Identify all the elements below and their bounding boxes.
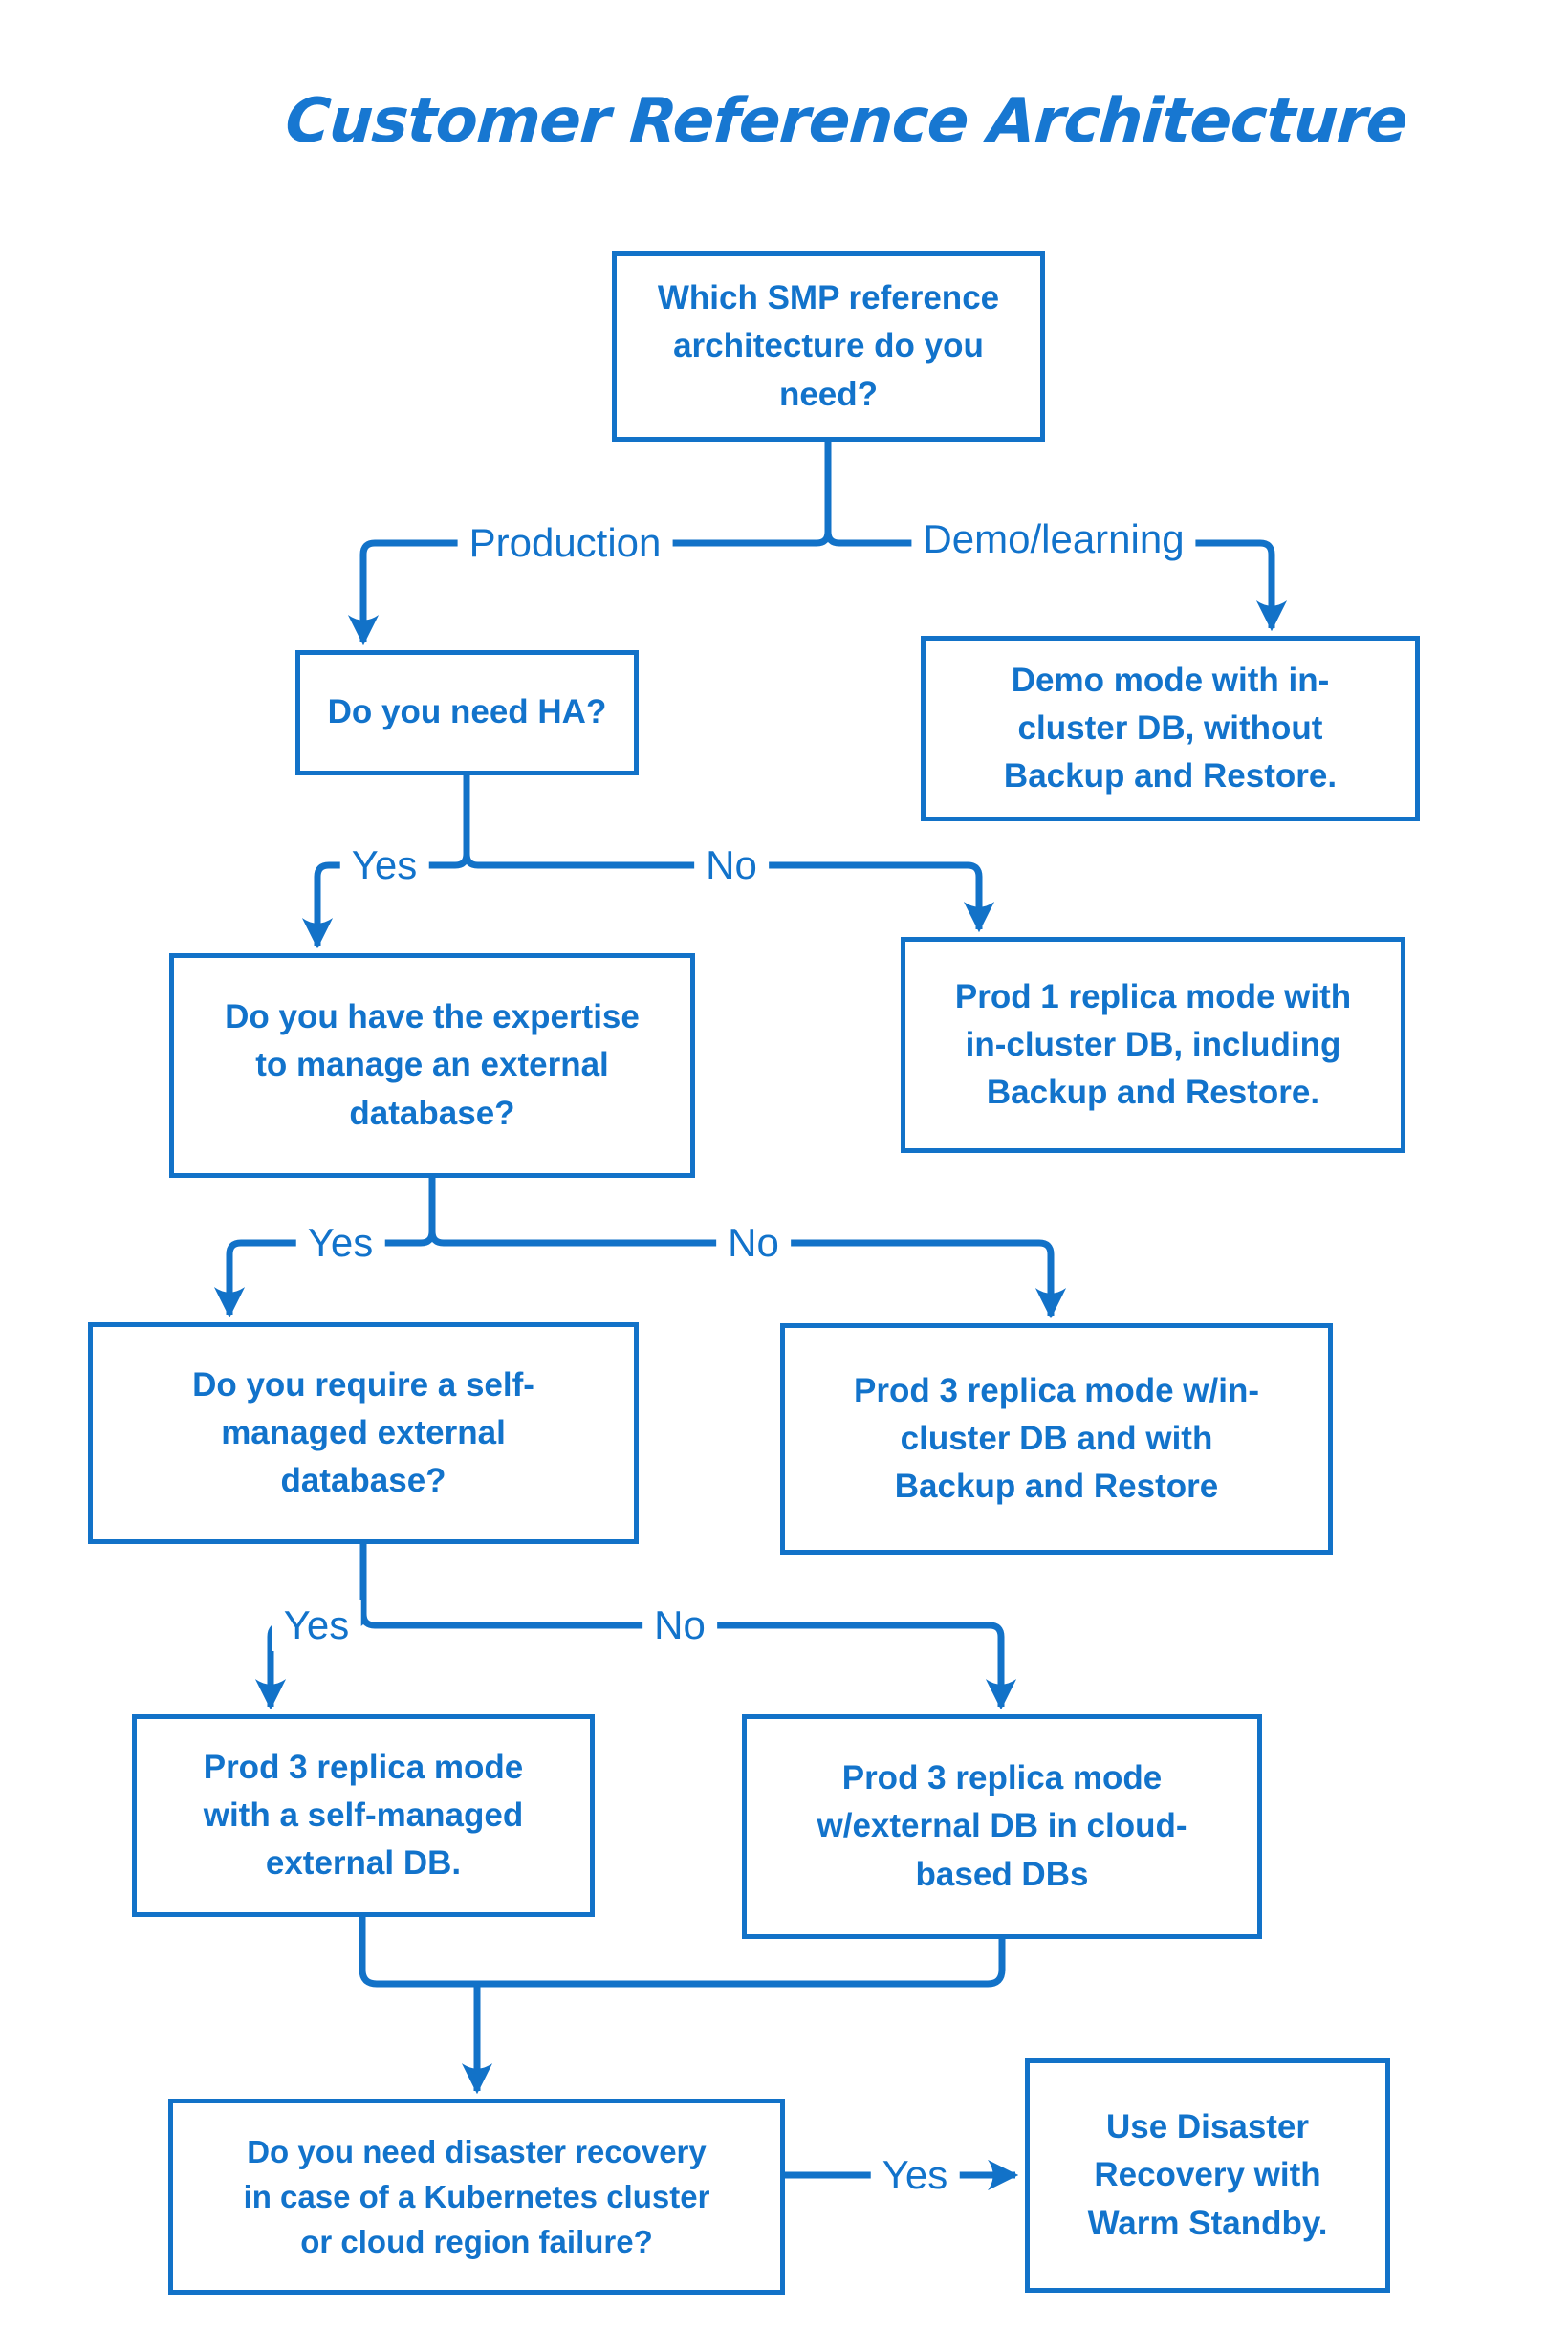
node-prod1-incluster: Prod 1 replica mode with in-cluster DB, … [901, 937, 1405, 1153]
edge-label-selfmanaged-no: No [642, 1600, 717, 1651]
edge-expertise-no [428, 1230, 1067, 1319]
node-demo-mode: Demo mode with in- cluster DB, without B… [921, 636, 1420, 821]
edge-label-expertise-yes: Yes [295, 1217, 385, 1269]
node-disaster-question: Do you need disaster recovery in case of… [168, 2099, 785, 2295]
edge-label-selfmanaged-yes: Yes [272, 1600, 361, 1651]
node-prod3-incluster: Prod 3 replica mode w/in- cluster DB and… [780, 1323, 1333, 1555]
edge-label-production: Production [457, 517, 673, 569]
edge-ha-no [463, 853, 995, 933]
edge-merge [359, 1917, 1006, 1988]
edge-label-ha-no: No [694, 839, 769, 891]
node-need-ha: Do you need HA? [295, 650, 639, 775]
node-selfmanaged-question: Do you require a self- managed external … [88, 1322, 639, 1544]
edge-selfmanaged-no [359, 1613, 1017, 1710]
edge-root-to-demo [824, 531, 1288, 632]
edge-label-expertise-no: No [716, 1217, 791, 1269]
node-root-question: Which SMP reference architecture do you … [612, 251, 1045, 442]
edge-label-demo-learning: Demo/learning [911, 513, 1196, 565]
node-warm-standby: Use Disaster Recovery with Warm Standby. [1025, 2058, 1390, 2293]
node-prod3-selfmanaged: Prod 3 replica mode with a self-managed … [132, 1714, 595, 1917]
edge-label-ha-yes: Yes [339, 839, 429, 891]
edge-label-dr-yes: Yes [870, 2149, 960, 2201]
node-expertise-question: Do you have the expertise to manage an e… [169, 953, 695, 1178]
node-prod3-cloud: Prod 3 replica mode w/external DB in clo… [742, 1714, 1262, 1939]
